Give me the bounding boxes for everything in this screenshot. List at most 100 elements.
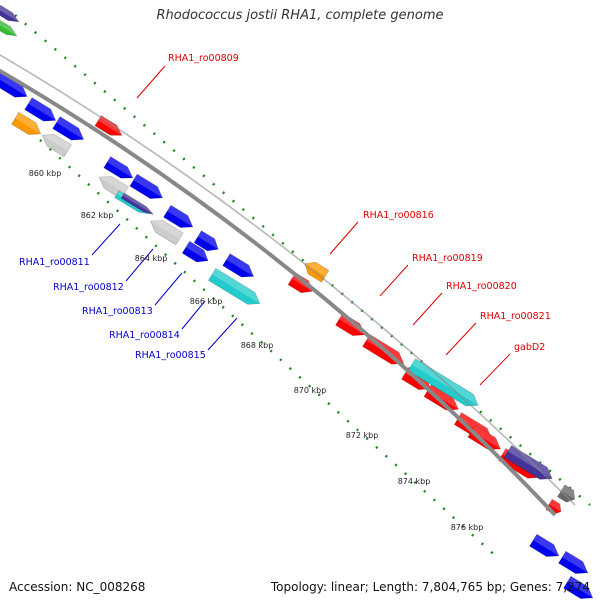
genome-axis-outer: [0, 68, 557, 517]
gene-arrow-highlight: [471, 425, 501, 449]
tick-label: 860 kbp: [29, 169, 62, 178]
gene-arrow-shape[interactable]: [287, 272, 316, 297]
gene-arrow-highlight: [122, 193, 154, 215]
gene-arrow-shape[interactable]: [301, 258, 330, 283]
gene-arrow-highlight: [0, 16, 17, 36]
gene-leader-line: [479, 353, 511, 386]
gene-arrow-shape[interactable]: [0, 1, 21, 25]
gene-arrow-shape[interactable]: [0, 15, 19, 39]
gene-arrow[interactable]: [529, 533, 563, 562]
tick-label: 864 kbp: [135, 254, 168, 263]
gene-leader-line: [181, 300, 206, 330]
gene-arrow[interactable]: [39, 129, 72, 158]
gene-arrow-highlight: [197, 230, 219, 250]
gene-arrow[interactable]: [563, 575, 597, 600]
gene-label[interactable]: RHA1_ro00816: [363, 210, 434, 221]
gene-label[interactable]: RHA1_ro00820: [446, 281, 517, 292]
gene-arrow[interactable]: [103, 156, 136, 184]
gene-arrow-shape[interactable]: [129, 173, 166, 204]
gene-arrow[interactable]: [181, 240, 211, 267]
tick-label: 874 kbp: [398, 477, 431, 486]
gene-label[interactable]: RHA1_ro00821: [480, 311, 551, 322]
gene-arrow-shape[interactable]: [120, 192, 155, 217]
gene-arrow-highlight: [98, 115, 122, 136]
gene-arrow[interactable]: [129, 173, 166, 204]
gene-arrow-shape[interactable]: [103, 156, 136, 184]
gene-arrow[interactable]: [147, 215, 184, 246]
gene-arrow[interactable]: [301, 258, 330, 283]
genome-summary-text: Topology: linear; Length: 7,804,765 bp; …: [270, 580, 590, 594]
axis-layer: [0, 54, 576, 517]
gene-label[interactable]: RHA1_ro00809: [168, 53, 239, 64]
gene-arrow-shape[interactable]: [529, 533, 563, 562]
gene-leader-line: [125, 248, 154, 282]
gene-label[interactable]: gabD2: [514, 342, 545, 353]
gene-arrow-highlight: [561, 484, 575, 500]
gene-arrow-shape[interactable]: [558, 550, 592, 579]
gene-arrow-highlight: [28, 97, 56, 121]
gene-arrow[interactable]: [335, 312, 369, 341]
gene-leader-line: [207, 317, 238, 351]
gene-arrow[interactable]: [24, 97, 60, 127]
gene-label[interactable]: RHA1_ro00815: [135, 350, 206, 361]
gene-arrow-highlight: [507, 445, 553, 479]
accession-text: Accession: NC_008268: [9, 580, 146, 594]
gene-arrow-shape[interactable]: [11, 111, 45, 140]
gene-arrow-highlight: [304, 262, 329, 277]
gene-leader-line: [379, 264, 409, 297]
gene-arrow-highlight: [226, 253, 254, 277]
gene-label[interactable]: RHA1_ro00812: [53, 282, 124, 293]
gene-label[interactable]: RHA1_ro00814: [109, 330, 180, 341]
gene-arrow-shape[interactable]: [24, 97, 60, 127]
gene-arrow-shape[interactable]: [147, 215, 184, 246]
gene-leader-line: [445, 322, 477, 356]
gene-arrow-shape[interactable]: [181, 240, 211, 267]
gene-arrow[interactable]: [222, 253, 258, 283]
gene-arrow[interactable]: [0, 15, 19, 39]
gene-arrow[interactable]: [52, 116, 88, 146]
genome-axis-inner: [0, 54, 576, 506]
gene-arrow[interactable]: [11, 111, 45, 140]
gene-arrow-shape[interactable]: [163, 204, 197, 233]
gene-arrow[interactable]: [208, 267, 263, 309]
gene-arrow-highlight: [107, 156, 133, 178]
gene-arrow[interactable]: [193, 230, 222, 255]
gene-arrow-shape[interactable]: [52, 116, 88, 146]
gene-arrow-highlight: [427, 384, 459, 410]
gene-arrow-shape[interactable]: [335, 312, 369, 341]
gene-arrow[interactable]: [0, 1, 21, 25]
gene-arrow-shape[interactable]: [208, 267, 263, 309]
gene-arrow-shape[interactable]: [39, 129, 72, 158]
gene-arrow-highlight: [562, 551, 588, 573]
gene-arrow[interactable]: [467, 424, 504, 455]
tick-label: 866 kbp: [190, 297, 223, 306]
gene-arrow-shape[interactable]: [467, 424, 504, 455]
gene-arrow-highlight: [56, 116, 84, 140]
gene-arrow-highlight: [185, 241, 209, 261]
gene-arrow[interactable]: [94, 115, 125, 141]
gene-arrow[interactable]: [557, 484, 579, 505]
tick-label: 872 kbp: [346, 431, 379, 440]
gene-arrow-highlight: [42, 134, 72, 151]
gene-leader-line: [329, 221, 359, 255]
gene-arrow[interactable]: [558, 550, 592, 579]
gene-leader-line: [91, 223, 121, 256]
gene-arrow-shape[interactable]: [222, 253, 258, 283]
gene-arrow-highlight: [567, 576, 593, 598]
genome-title: Rhodococcus jostii RHA1, complete genome: [156, 8, 444, 23]
tick-row-lower: [39, 139, 501, 561]
gene-label[interactable]: RHA1_ro00819: [412, 253, 483, 264]
gene-arrow-highlight: [99, 176, 129, 193]
gene-arrow[interactable]: [163, 204, 197, 233]
gene-arrow-shape[interactable]: [193, 230, 222, 255]
gene-label[interactable]: RHA1_ro00811: [19, 257, 90, 268]
gene-leader-line: [136, 65, 166, 99]
gene-arrow-shape[interactable]: [563, 575, 597, 600]
gene-arrow-shape[interactable]: [94, 115, 125, 141]
gene-arrow-highlight: [167, 205, 193, 227]
gene-arrow[interactable]: [120, 192, 155, 217]
gene-label[interactable]: RHA1_ro00813: [82, 306, 153, 317]
gene-arrow-highlight: [0, 2, 19, 22]
